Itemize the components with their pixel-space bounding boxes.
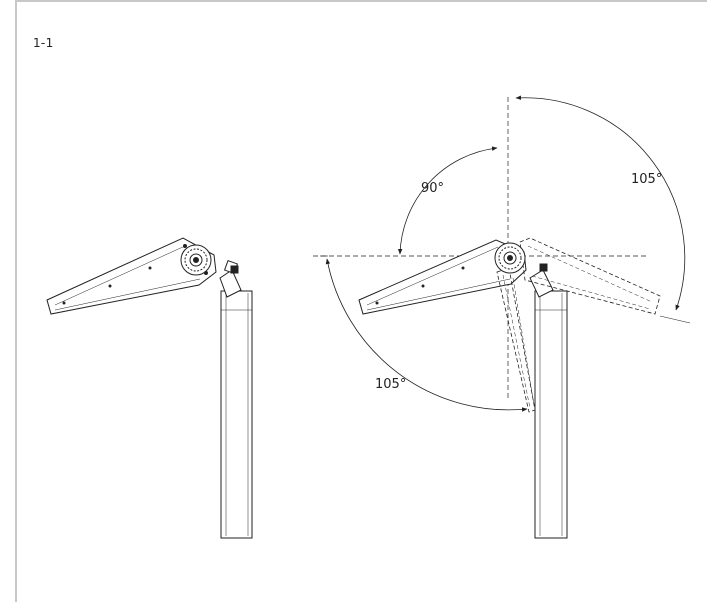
left-hub <box>180 244 212 276</box>
right-post <box>534 290 568 539</box>
left-neck <box>219 269 242 298</box>
left-post <box>220 290 253 539</box>
arc-105-right <box>515 95 686 311</box>
angle-label-105-right: 105° <box>631 172 663 187</box>
arc-90 <box>397 146 498 255</box>
left-view <box>46 237 253 539</box>
left-arm <box>46 237 217 315</box>
right-hub <box>494 242 526 274</box>
angle-label-105-left: 105° <box>375 377 407 392</box>
right-view <box>313 95 691 539</box>
arc-105-left <box>325 258 528 412</box>
angle-label-90: 90° <box>421 181 445 196</box>
figure-label: 1-1 <box>33 36 54 50</box>
